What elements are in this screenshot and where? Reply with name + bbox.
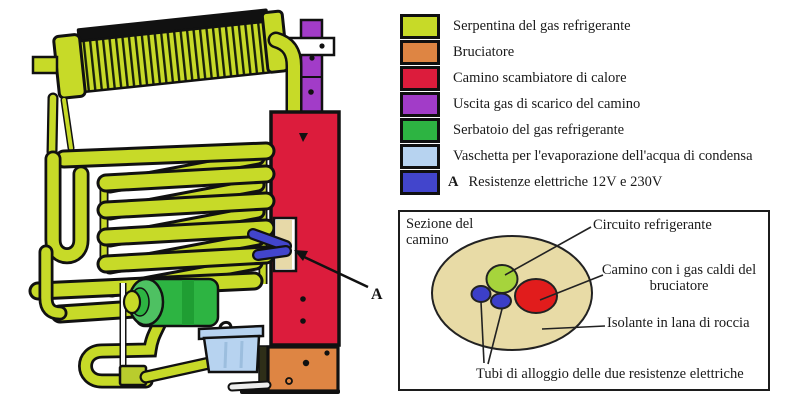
color-swatch-vaschetta bbox=[400, 144, 440, 169]
label-circuito-refrigerante: Circuito refrigerante bbox=[593, 217, 712, 233]
legend: Serpentina del gas refrigerante Bruciato… bbox=[400, 14, 753, 198]
chimney-section-drawing bbox=[431, 226, 606, 365]
marker-a-label: A bbox=[371, 286, 383, 303]
color-swatch-resistenze bbox=[400, 170, 440, 195]
legend-label: Bruciatore bbox=[453, 44, 515, 60]
color-swatch-uscita-gas bbox=[400, 92, 440, 117]
legend-item-camino: Camino scambiatore di calore bbox=[400, 66, 753, 91]
legend-label: Serpentina del gas refrigerante bbox=[453, 18, 631, 34]
bottom-piping bbox=[78, 283, 221, 389]
legend-item-serbatoio: Serbatoio del gas refrigerante bbox=[400, 118, 753, 143]
label-tubi-resistenze: Tubi di alloggio delle due resistenze el… bbox=[476, 366, 744, 382]
color-swatch-serbatoio bbox=[400, 118, 440, 143]
detail-box-title: Sezione del camino bbox=[406, 216, 474, 249]
legend-label: Serbatoio del gas refrigerante bbox=[453, 122, 625, 138]
marker-a: A bbox=[294, 250, 383, 303]
leader-lines bbox=[480, 226, 606, 365]
refrigerant-circuit-circle bbox=[485, 264, 519, 294]
electric-resistances bbox=[247, 216, 298, 273]
legend-label: Vaschetta per l'evaporazione dell'acqua … bbox=[453, 148, 753, 164]
refrigerant-tank bbox=[122, 277, 220, 328]
color-swatch-bruciatore bbox=[400, 40, 440, 65]
legend-item-bruciatore: Bruciatore bbox=[400, 40, 753, 65]
legend-item-serpentina: Serpentina del gas refrigerante bbox=[400, 14, 753, 39]
condenser-to-chimney-pipe bbox=[267, 31, 303, 119]
color-swatch-serpentina bbox=[400, 14, 440, 39]
insulation-ellipse bbox=[431, 235, 593, 351]
legend-item-vaschetta: Vaschetta per l'evaporazione dell'acqua … bbox=[400, 144, 753, 169]
resistance-tube-circle-1 bbox=[470, 285, 492, 303]
legend-item-resistenze: A Resistenze elettriche 12V e 230V bbox=[400, 170, 753, 195]
condenser-coil bbox=[52, 8, 290, 100]
legend-label: Camino scambiatore di calore bbox=[453, 70, 627, 86]
hot-gas-chimney-circle bbox=[514, 278, 558, 314]
legend-prefix-a: A bbox=[448, 174, 459, 190]
condensate-tray bbox=[197, 320, 265, 374]
legend-label: Resistenze elettriche 12V e 230V bbox=[468, 174, 663, 190]
chimney-section-detail-box: Sezione del camino Circuito refrigerante… bbox=[398, 210, 770, 391]
label-isolante: Isolante in lana di roccia bbox=[607, 315, 750, 331]
label-camino-gas-caldi: Camino con i gas caldi del bruciatore bbox=[601, 262, 757, 294]
left-support-pipes bbox=[31, 55, 75, 158]
burner-box bbox=[227, 345, 340, 394]
refrigerator-diagram: A bbox=[28, 8, 383, 394]
legend-item-uscita-gas: Uscita gas di scarico del camino bbox=[400, 92, 753, 117]
legend-label: Uscita gas di scarico del camino bbox=[453, 96, 641, 112]
resistance-tube-circle-2 bbox=[490, 292, 512, 310]
color-swatch-camino bbox=[400, 66, 440, 91]
